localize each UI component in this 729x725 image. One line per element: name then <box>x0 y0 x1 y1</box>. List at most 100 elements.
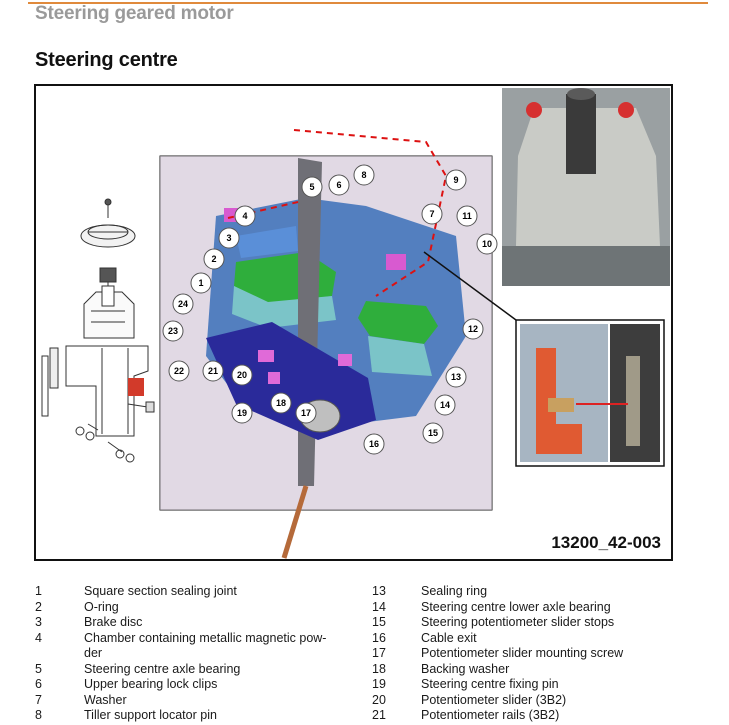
callout-12: 12 <box>462 318 484 340</box>
legend-text: Backing washer <box>421 661 510 676</box>
legend-number: 19 <box>372 677 386 691</box>
legend-number: 1 <box>35 584 42 598</box>
callout-6: 6 <box>328 174 350 196</box>
callout-13: 13 <box>445 366 467 388</box>
legend-text: Potentiometer slider mounting screw <box>421 646 624 660</box>
legend-item: 1 Square section sealing joint <box>35 584 355 600</box>
legend-text: Sealing ring <box>421 584 488 598</box>
svg-text:16: 16 <box>369 439 379 449</box>
legend-text: O-ring <box>84 599 119 614</box>
svg-text:13: 13 <box>451 372 461 382</box>
legend-text: Brake disc <box>84 615 143 629</box>
svg-text:9: 9 <box>453 175 458 185</box>
callout-17: 17 <box>295 402 317 424</box>
legend-text: Square section sealing joint <box>84 584 237 598</box>
svg-text:10: 10 <box>482 239 492 249</box>
callout-11: 11 <box>456 205 478 227</box>
callout-4: 4 <box>234 205 256 227</box>
legend-text: Cable exit <box>421 630 477 645</box>
svg-text:23: 23 <box>168 326 178 336</box>
callout-8: 8 <box>353 164 375 186</box>
svg-text:18: 18 <box>276 398 286 408</box>
legend-number: 18 <box>372 661 386 676</box>
exploded-view-drawing <box>41 198 155 463</box>
legend-number: 4 <box>35 630 42 645</box>
legend-number: 15 <box>372 615 386 629</box>
legend-item: 19 Steering centre fixing pin <box>372 677 672 693</box>
legend-number: 7 <box>35 692 42 707</box>
legend-number: 16 <box>372 630 386 645</box>
svg-text:24: 24 <box>178 299 188 309</box>
callout-18: 18 <box>270 392 292 414</box>
svg-text:4: 4 <box>242 211 247 221</box>
section-title: Steering centre <box>35 49 178 71</box>
legend-text: Steering centre axle bearing <box>84 661 241 676</box>
legend-number: 21 <box>372 708 386 722</box>
legend-number: 17 <box>372 646 386 660</box>
legend-number: 14 <box>372 599 386 614</box>
legend-item: 7 Washer <box>35 693 355 709</box>
figure-frame: 1 2 3 4 5 6 7 8 9 10 11 12 13 14 15 16 1… <box>34 84 673 561</box>
legend-number: 5 <box>35 661 42 676</box>
svg-text:15: 15 <box>428 428 438 438</box>
legend-item: 6 Upper bearing lock clips <box>35 677 355 693</box>
callout-21: 21 <box>202 360 224 382</box>
header-rule <box>28 2 708 4</box>
svg-text:11: 11 <box>462 211 472 221</box>
svg-text:12: 12 <box>468 324 478 334</box>
legend-text: Tiller support locator pin <box>84 708 217 722</box>
steering-centre-diagram: 1 2 3 4 5 6 7 8 9 10 11 12 13 14 15 16 1… <box>41 88 670 559</box>
figure-code: 13200_42-003 <box>551 533 661 552</box>
legend-number: 20 <box>372 692 386 707</box>
callout-24: 24 <box>172 293 194 315</box>
callout-23: 23 <box>162 320 184 342</box>
legend-text: Chamber containing metallic magnetic pow… <box>84 630 327 645</box>
svg-text:2: 2 <box>211 254 216 264</box>
svg-text:6: 6 <box>336 180 341 190</box>
legend-text: Washer <box>84 692 127 707</box>
motor-top-photo <box>502 88 670 286</box>
svg-text:5: 5 <box>309 182 314 192</box>
legend-text: Upper bearing lock clips <box>84 677 218 691</box>
legend-item: 8 Tiller support locator pin <box>35 708 355 724</box>
callout-16: 16 <box>363 433 385 455</box>
inset-connector-line <box>423 251 517 321</box>
legend-item: 4 Chamber containing metallic magnetic po… <box>35 631 355 647</box>
legend-item: 15 Steering potentiometer slider stops <box>372 615 672 631</box>
callout-3: 3 <box>218 227 240 249</box>
svg-text:21: 21 <box>208 366 218 376</box>
legend-item: 5 Steering centre axle bearing <box>35 662 355 678</box>
svg-text:3: 3 <box>226 233 231 243</box>
callout-5: 5 <box>301 176 323 198</box>
svg-text:19: 19 <box>237 408 247 418</box>
legend-item: 18 Backing washer <box>372 662 672 678</box>
legend-number: 8 <box>35 708 42 722</box>
legend-text: Steering potentiometer slider stops <box>421 615 615 629</box>
svg-text:14: 14 <box>440 400 450 410</box>
callout-19: 19 <box>231 402 253 424</box>
legend-number: 6 <box>35 677 42 691</box>
legend-text-continuation: der <box>84 646 103 660</box>
callout-1: 1 <box>190 272 212 294</box>
callout-bubbles: 1 2 3 4 5 6 7 8 9 10 11 12 13 14 15 16 1… <box>162 164 498 455</box>
legend-item: 16 Cable exit <box>372 631 672 647</box>
legend-item: 13 Sealing ring <box>372 584 672 600</box>
legend-number: 13 <box>372 584 386 598</box>
callout-10: 10 <box>476 233 498 255</box>
callout-20: 20 <box>231 364 253 386</box>
legend-text: Steering centre fixing pin <box>421 677 559 691</box>
svg-text:22: 22 <box>174 366 184 376</box>
svg-text:20: 20 <box>237 370 247 380</box>
callout-22: 22 <box>168 360 190 382</box>
callout-15: 15 <box>422 422 444 444</box>
callout-14: 14 <box>434 394 456 416</box>
svg-text:17: 17 <box>301 408 311 418</box>
potentiometer-inset-photo <box>515 319 665 467</box>
callout-7: 7 <box>421 203 443 225</box>
